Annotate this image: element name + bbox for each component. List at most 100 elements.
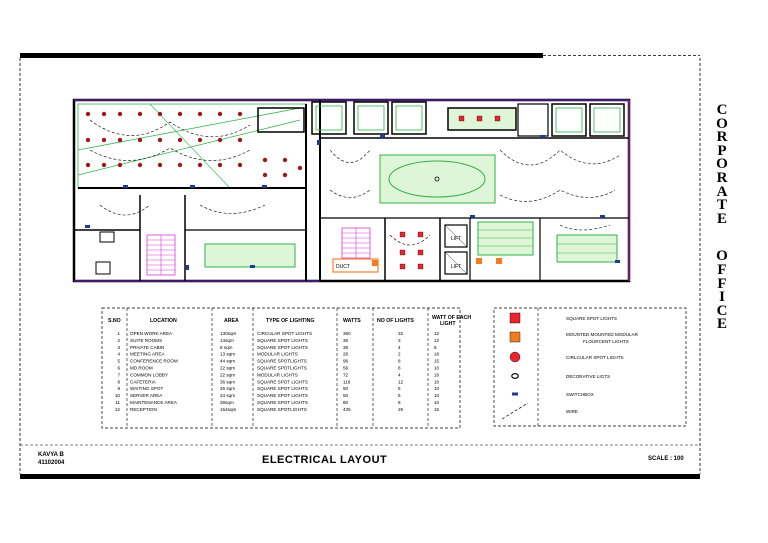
cell-sno: 6 (117, 366, 120, 371)
cell-location: CONFERENCE ROOM (130, 359, 178, 364)
modular-light-icon (509, 331, 521, 343)
legend-label: CIRLCULAR SPOT LIGHTS (566, 355, 624, 360)
conference-room (379, 154, 496, 204)
cell-area: 22 sqm (220, 366, 235, 371)
col-header-location: LOCATION (150, 318, 177, 324)
cell-location: RECEPTION (130, 407, 157, 412)
cell-watts: 72 (343, 372, 349, 377)
cell-sno: 7 (117, 372, 120, 377)
cell-watt-each: 15 (434, 359, 440, 364)
decorative-light (434, 176, 440, 182)
col-header-type: TYPE OF LIGHTING (266, 318, 314, 324)
lift-left-label: LIFT (451, 236, 461, 242)
cell-no-of-lights: 32 (398, 331, 404, 336)
cell-sno: 3 (117, 345, 120, 350)
cell-location: OPEN WORK AREA (130, 331, 173, 336)
legend-label: MOUNTED MOUNTED MODULAR (566, 332, 639, 337)
cell-type: SQUARE SPOTLIGHTS (257, 359, 307, 364)
cell-sno: 11 (115, 400, 120, 405)
stair-centre (341, 227, 371, 259)
legend-label: SQUARE SPOT LIGHTS (566, 316, 617, 321)
col-header-sno: S.NO (108, 318, 121, 324)
cell-watts: 28 (343, 352, 349, 357)
side-title-letter: C (716, 302, 728, 319)
cell-sno: 8 (117, 379, 120, 384)
cell-watt-each: 18 (434, 372, 440, 377)
cell-sno: 1 (117, 331, 120, 336)
cell-location: WAITING SPOT (130, 386, 163, 391)
cell-location: MD ROOM (130, 366, 153, 371)
wire-icon (501, 402, 529, 420)
cell-watt-each: 8 (434, 345, 437, 350)
lighting-schedule: S.NO LOCATION AREA TYPE OF LIGHTING WATT… (101, 307, 471, 429)
side-title-letter: C (716, 102, 728, 118)
cell-type: SQUARE SPOT LIGHTS (257, 345, 308, 350)
cell-area: 14sqm (220, 338, 234, 343)
legend-label: DECORATIVE LIGTS (566, 374, 610, 379)
legend-item: SQUARE SPOT LIGHTS (509, 312, 617, 324)
cell-location: MEETING AREA (130, 352, 165, 357)
wiring (89, 119, 621, 246)
cell-watts: 50 (343, 393, 349, 398)
cell-type: SQUARE SPOTLIGHTS (257, 366, 307, 371)
cell-watts: 360 (343, 331, 351, 336)
side-title-letter: I (719, 289, 725, 306)
cell-type: SQUARE SPOT LIGHTS (257, 338, 308, 343)
cell-watt-each: 18 (434, 352, 440, 357)
side-title-letter: T (716, 197, 727, 214)
cell-watt-each: 12 (434, 338, 440, 343)
cell-no-of-lights: 4 (398, 372, 401, 377)
cell-no-of-lights: 5 (398, 393, 401, 398)
switchbox-icon (512, 392, 518, 396)
drawing-title: ELECTRICAL LAYOUT (262, 454, 387, 466)
cell-watts: 56 (343, 366, 349, 371)
sheet-border (19, 58, 701, 474)
cell-watt-each: 10 (434, 393, 440, 398)
side-title-letter: R (716, 129, 728, 146)
cell-no-of-lights: 12 (398, 379, 404, 384)
side-title-letter: E (716, 316, 727, 333)
cell-no-of-lights: 4 (398, 345, 401, 350)
legend: SQUARE SPOT LIGHTS MOUNTED MOUNTED MODULA… (493, 307, 687, 427)
suite-rooms (311, 101, 625, 137)
cell-no-of-lights: 29 (398, 407, 404, 412)
private-cabin (257, 107, 305, 133)
side-title-letter: E (716, 210, 727, 227)
modular-lights (372, 258, 502, 266)
cell-location: CAFETERIA (130, 379, 157, 384)
cell-watts: 50 (343, 386, 349, 391)
cell-area: 24 sqm (220, 393, 235, 398)
cell-watt-each: 10 (434, 400, 440, 405)
cell-watts: 36 (343, 345, 349, 350)
cell-area: 8 sqm (220, 345, 233, 350)
cell-type: SQUARE SPOT LIGHTS (257, 386, 308, 391)
legend-label: SWITCHBOX (566, 392, 594, 397)
side-title-letter: O (716, 156, 728, 173)
cell-type: SQUARE SPOT LIGHTS (257, 393, 308, 398)
cell-area: 154sqm (220, 407, 237, 412)
author-name: KAVYA B (38, 452, 64, 458)
cell-type: SQUARE SPOTLIGHTS (257, 407, 307, 412)
cell-sno: 4 (117, 352, 120, 357)
col-header-watts: WATTS (343, 318, 361, 324)
side-title-letter: A (716, 183, 728, 200)
cell-sno: 10 (115, 393, 121, 398)
cell-location: PRIVATE CABIN (130, 345, 164, 350)
cell-watts: 36 (343, 338, 349, 343)
circular-spot-lights (85, 111, 303, 178)
cell-watt-each: 10 (434, 366, 440, 371)
